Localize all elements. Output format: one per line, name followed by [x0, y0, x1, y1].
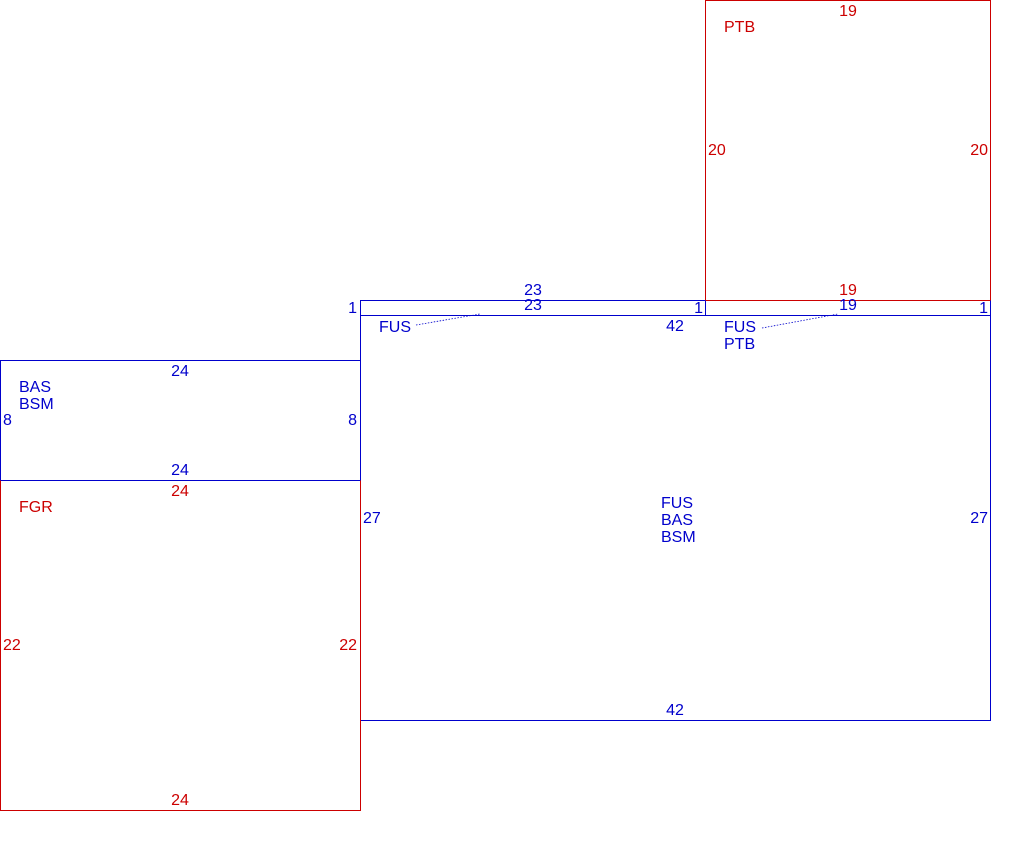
ptb-left-dimension: 20 [708, 142, 726, 159]
fgr-room-name-label: FGR [19, 499, 53, 516]
ptb-outline [705, 0, 991, 301]
fus-strip-left-name-label: FUS [379, 319, 411, 336]
fus-strip-left-bottom-dimension: 23 [524, 297, 542, 314]
fus-strip-left-left-dimension: 1 [348, 300, 357, 317]
fgr-room-outline [0, 480, 361, 811]
main-room-left-dimension: 27 [363, 510, 381, 527]
fgr-room-right-dimension: 22 [339, 637, 357, 654]
bas-room-bottom-dimension: 24 [171, 462, 189, 479]
main-room-top-dimension: 42 [666, 318, 684, 335]
fgr-room-bottom-dimension: 24 [171, 792, 189, 809]
ptb-top-dimension: 19 [839, 3, 857, 20]
fus-strip-left-right-dimension: 1 [694, 300, 703, 317]
fus-strip-right-label-line1: FUS [724, 319, 756, 336]
bas-room-label-line1: BAS [19, 379, 51, 396]
ptb-right-dimension: 20 [970, 142, 988, 159]
fus-strip-right-label-line2: PTB [724, 336, 755, 353]
main-room-label-line3: BSM [661, 529, 696, 546]
fgr-room-left-dimension: 22 [3, 637, 21, 654]
fus-strip-right-leader [761, 313, 839, 329]
fus-strip-right-top-dimension: 19 [839, 297, 857, 314]
main-room-label-line1: FUS [661, 495, 693, 512]
fus-strip-left-top-dimension: 23 [524, 282, 542, 299]
fus-strip-left-leader [415, 313, 481, 326]
main-room-right-dimension: 27 [970, 510, 988, 527]
main-room-bottom-dimension: 42 [666, 702, 684, 719]
main-room-label-line2: BAS [661, 512, 693, 529]
fus-strip-right-right-dimension: 1 [979, 300, 988, 317]
ptb-bottom-dimension: 19 [839, 282, 857, 299]
bas-room-label-line2: BSM [19, 396, 54, 413]
bas-room-right-dimension: 8 [348, 412, 357, 429]
fgr-room-top-dimension: 24 [171, 483, 189, 500]
ptb-name-label: PTB [724, 19, 755, 36]
bas-room-top-dimension: 24 [171, 363, 189, 380]
bas-room-left-dimension: 8 [3, 412, 12, 429]
